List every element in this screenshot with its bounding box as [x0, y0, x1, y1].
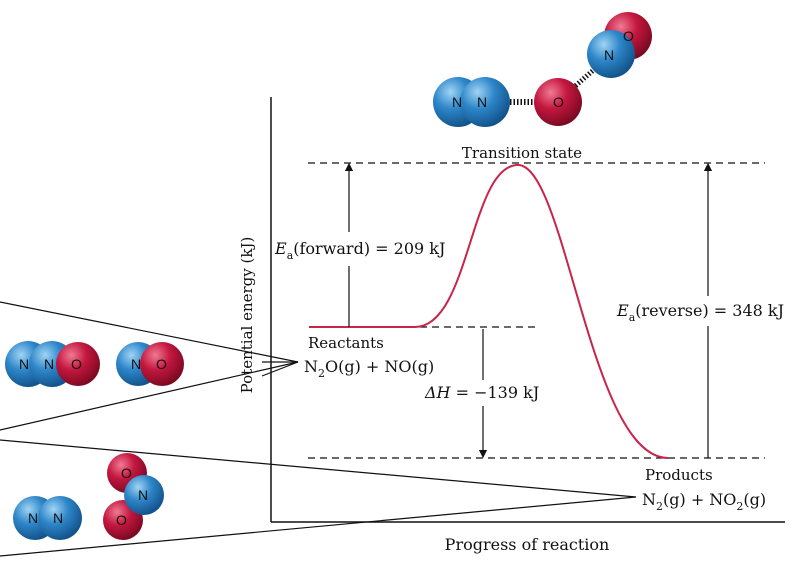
transition-state-molecule: N N O N O: [433, 12, 652, 127]
nitrogen-atom: [587, 30, 635, 78]
atom-label: O: [121, 465, 132, 481]
ea-reverse-subscript: a: [629, 311, 636, 324]
nitrogen-atom: [38, 496, 82, 540]
n2o-molecule: N N O: [5, 341, 100, 387]
ea-reverse-symbol: E: [616, 301, 629, 320]
ea-forward-symbol: E: [274, 239, 287, 258]
no2-molecule: O N O: [103, 453, 164, 540]
ea-forward-label: Ea(forward) = 209 kJ: [274, 239, 445, 262]
oxygen-atom: [56, 342, 100, 386]
ea-forward-text: (forward) = 209 kJ: [293, 239, 445, 258]
reactants-callout-lines: [0, 301, 299, 431]
atom-label: O: [156, 356, 167, 372]
products-formula-part: (g): [743, 490, 766, 509]
oxygen-atom: [140, 342, 184, 386]
atom-label: N: [138, 487, 148, 503]
products-callout-lines: [0, 439, 637, 557]
atom-label: O: [71, 356, 82, 372]
nitrogen-atom: [124, 475, 164, 515]
delta-h-label-bg: [420, 380, 568, 406]
atom-label: O: [553, 94, 564, 110]
nitrogen-atom: [460, 77, 510, 127]
atom-label: N: [28, 510, 38, 526]
atom-label: N: [44, 356, 54, 372]
reactants-formula: N2O(g) + NO(g): [304, 357, 434, 380]
atom-label: N: [53, 510, 63, 526]
delta-h-text: = −139 kJ: [451, 383, 540, 402]
products-formula-sub: 2: [736, 500, 743, 513]
atom-label: N: [452, 94, 462, 110]
y-axis-label: Potential energy (kJ): [238, 237, 256, 394]
n2-molecule: N N: [13, 496, 82, 540]
transition-state-label: Transition state: [462, 144, 582, 162]
ea-reverse-label: Ea(reverse) = 348 kJ: [616, 301, 784, 324]
reactants-formula-part: N: [304, 357, 318, 376]
reactants-formula-part: O(g) + NO(g): [325, 357, 434, 376]
products-label: Products: [645, 466, 713, 484]
ea-reverse-text: (reverse) = 348 kJ: [635, 301, 784, 320]
oxygen-atom: [534, 78, 582, 126]
products-formula: N2(g) + NO2(g): [642, 490, 766, 513]
atom-label: N: [477, 94, 487, 110]
atom-label: N: [19, 356, 29, 372]
delta-h-label: ΔH = −139 kJ: [424, 383, 539, 402]
atom-label: N: [131, 356, 141, 372]
products-formula-part: (g) + NO: [663, 490, 736, 509]
x-axis-label: Progress of reaction: [445, 535, 610, 554]
products-formula-part: N: [642, 490, 656, 509]
no-molecule: N O: [116, 342, 184, 386]
atom-label: O: [623, 28, 634, 44]
products-formula-sub: 2: [656, 500, 663, 513]
delta-h-symbol: ΔH: [424, 383, 452, 402]
ea-forward-label-bg: [272, 232, 452, 266]
atom-label: N: [604, 47, 614, 63]
reactants-label: Reactants: [308, 334, 384, 352]
reactants-formula-sub: 2: [318, 367, 325, 380]
atom-label: O: [116, 512, 127, 528]
ea-reverse-label-bg: [615, 296, 795, 326]
ea-forward-subscript: a: [287, 249, 294, 262]
energy-curve: [309, 163, 669, 459]
